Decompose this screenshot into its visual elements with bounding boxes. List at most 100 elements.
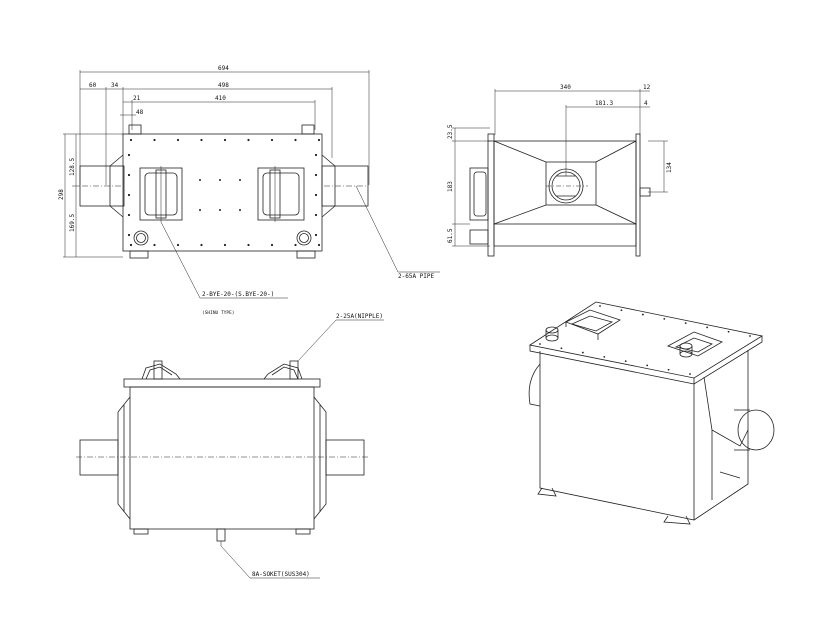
front-elevation-view: 2-25A(NIPPLE) 8A-SOKET(SUS304) [76, 313, 384, 579]
iso-handle-left [565, 309, 621, 340]
bolt-hole [314, 173, 318, 177]
bolt-hole [239, 179, 241, 181]
bolt-hole [270, 243, 274, 247]
dim-side-small: 4 [644, 100, 648, 107]
bolt-hole [223, 138, 227, 142]
dim-plan-inner1: 21 [133, 95, 141, 102]
leader-nipple [297, 319, 384, 362]
plan-bolt-holes [127, 138, 321, 247]
plan-tank-body [122, 133, 323, 252]
iso-side-face [693, 350, 749, 521]
front-tank-body [129, 386, 315, 530]
bolt-hole [200, 243, 203, 247]
bolt-hole [599, 305, 601, 307]
bolt-hole [129, 243, 133, 247]
dim-side-left-top: 23.5 [447, 124, 454, 139]
dim-side-left-low: 61.5 [447, 228, 454, 243]
plan-view: 694 60 34 498 21 410 48 298 128.5 169.5 [58, 65, 440, 316]
dim-plan-h-upper: 128.5 [69, 158, 76, 176]
bolt-hole [539, 343, 541, 345]
dim-plan-inner3: 48 [136, 109, 144, 116]
callout-nipple: 2-25A(NIPPLE) [336, 313, 383, 320]
dim-plan-h-total: 298 [58, 189, 65, 200]
bolt-hole [706, 326, 709, 329]
bolt-hole [200, 138, 203, 142]
bolt-hole [270, 138, 274, 142]
side-right-plate [635, 133, 641, 257]
iso-outlet-pipe [737, 409, 775, 451]
side-tank-body [493, 140, 637, 225]
iso-bolt-holes [539, 305, 751, 375]
bolt-hole [153, 138, 156, 142]
bolt-hole [689, 373, 691, 375]
bolt-hole [176, 138, 180, 142]
bolt-hole [127, 213, 131, 217]
plan-foot [129, 250, 149, 259]
callout-bolt-note: (SHINU TYPE) [202, 310, 235, 316]
iso-front-face [539, 351, 695, 521]
bolt-hole [127, 153, 131, 157]
plan-nipple-right [296, 230, 312, 246]
dim-plan-left2: 34 [111, 82, 119, 89]
bolt-hole [129, 138, 133, 142]
bolt-hole [603, 355, 606, 358]
bolt-hole [176, 243, 180, 247]
bolt-hole [317, 138, 321, 142]
bolt-hole [199, 179, 201, 181]
side-dimension-texts: 340 12 181.3 4 23.5 183 61.5 134 [447, 84, 673, 243]
plan-lid-tab [301, 124, 315, 135]
side-dimension-lines [452, 89, 668, 247]
plan-dimension-lines [63, 70, 370, 258]
front-handle-right [263, 360, 303, 380]
dim-side-inner: 181.3 [595, 100, 613, 107]
front-lid [123, 378, 321, 388]
plan-nipple-left [133, 230, 149, 246]
side-section-view: 340 12 181.3 4 23.5 183 61.5 134 [447, 84, 673, 257]
bolt-hole [294, 243, 297, 247]
bolt-hole [646, 364, 649, 367]
bolt-hole [223, 243, 227, 247]
bolt-hole [153, 243, 156, 247]
callout-bolt: 2-BYE-20-(S.BYE-20-) [202, 291, 274, 298]
front-inlet-pipe [79, 439, 119, 476]
dim-side-right-v: 134 [666, 162, 673, 173]
dim-plan-h-lower: 169.5 [69, 214, 76, 232]
bolt-hole [219, 179, 221, 181]
bolt-hole [749, 335, 751, 337]
bolt-hole [314, 233, 318, 237]
iso-nipple-left [545, 326, 559, 342]
plan-lid-tab [128, 124, 142, 135]
side-socket [639, 187, 651, 197]
iso-lid-top [528, 301, 764, 379]
bolt-hole [127, 233, 131, 237]
callout-pipe: 2-65A PIPE [398, 273, 435, 280]
dim-plan-inner2: 410 [215, 95, 226, 102]
dim-plan-left1: 60 [89, 82, 97, 89]
dim-plan-total: 694 [218, 65, 229, 72]
leader-socket [220, 545, 320, 579]
bolt-hole [199, 209, 201, 211]
dim-plan-mid: 498 [218, 82, 229, 89]
leader-pipe [355, 185, 440, 273]
plan-handle-left [139, 166, 183, 222]
bolt-hole [684, 322, 687, 325]
bolt-hole [294, 138, 297, 142]
bolt-hole [239, 209, 241, 211]
bolt-hole [314, 213, 318, 217]
bolt-hole [560, 347, 563, 350]
bolt-hole [314, 153, 318, 157]
bolt-hole [667, 368, 670, 371]
plan-inlet-pipe [79, 165, 125, 207]
bolt-hole [727, 330, 730, 333]
bolt-hole [663, 317, 666, 320]
plan-dimension-texts: 694 60 34 498 21 410 48 298 128.5 169.5 [58, 65, 229, 232]
plan-foot [296, 250, 316, 259]
bolt-hole [127, 193, 131, 197]
dim-side-left-mid: 183 [447, 181, 454, 192]
isometric-view [528, 301, 775, 525]
bolt-hole [641, 313, 644, 316]
side-handle [469, 167, 489, 221]
side-flange [487, 133, 495, 257]
front-outlet-pipe [325, 439, 365, 476]
plan-handle-right [257, 166, 305, 222]
